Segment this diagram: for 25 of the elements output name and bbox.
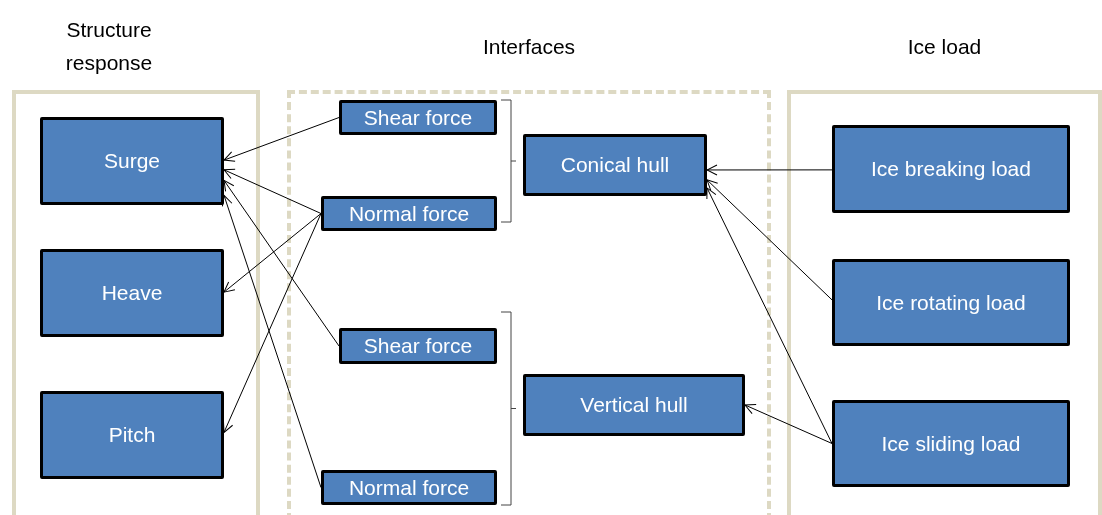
arrow — [223, 213, 322, 433]
arrow — [221, 194, 322, 488]
process-box: Pitch — [40, 391, 224, 479]
process-box: Shear force — [339, 328, 497, 364]
process-box: Heave — [40, 249, 224, 337]
process-box: Ice rotating load — [832, 259, 1070, 346]
process-box: Ice breaking load — [832, 125, 1070, 213]
process-box: Shear force — [339, 100, 497, 135]
process-box: Normal force — [321, 470, 497, 505]
process-box: Conical hull — [523, 134, 707, 196]
arrow — [223, 168, 322, 214]
process-box: Normal force — [321, 196, 497, 231]
process-box: Surge — [40, 117, 224, 205]
arrow — [223, 179, 340, 347]
arrow — [706, 179, 833, 301]
arrow — [223, 213, 322, 293]
column-heading: Interfaces — [481, 33, 577, 60]
process-box: Vertical hull — [523, 374, 745, 436]
arrow — [223, 117, 340, 162]
process-box: Ice sliding load — [832, 400, 1070, 487]
column-heading: Structure response — [64, 17, 154, 76]
arrow — [744, 403, 833, 444]
arrow — [706, 187, 833, 444]
arrow — [706, 164, 833, 176]
column-heading: Ice load — [906, 33, 983, 60]
